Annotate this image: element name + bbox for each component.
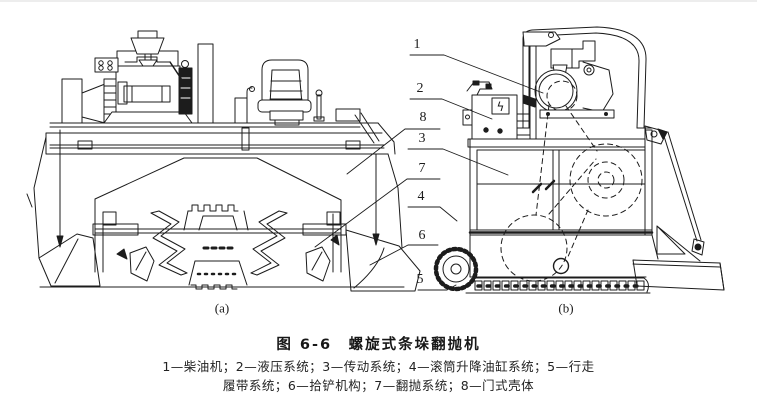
right-skid (345, 229, 421, 292)
callout-number-1: 1 (413, 37, 421, 52)
leader-2 (409, 98, 493, 120)
crawler-track (433, 246, 651, 294)
callout-number-8: 8 (419, 110, 427, 125)
lightning-icon: ϟ (497, 100, 505, 114)
diesel-engine (516, 31, 615, 140)
exhaust-stack (197, 43, 214, 124)
rear-scraper-blade (632, 125, 725, 291)
callout-number-5: 5 (416, 272, 424, 287)
gantry-housing (92, 157, 347, 273)
view-a-front-drawing (26, 30, 421, 292)
leader-8 (346, 128, 441, 175)
subfigure-label-a: (a) (214, 300, 230, 316)
figure-legend-line1: 1—柴油机；2—液压系统；3—传动系统；4—滚筒升降油缸系统；5—行走 (162, 359, 595, 374)
hydraulic-control-box: ϟ (462, 80, 518, 140)
right-frame-box (335, 108, 361, 122)
callout-number-6: 6 (418, 228, 426, 243)
belt-drive-hidden-lines (500, 104, 643, 282)
leader-4 (407, 206, 458, 222)
right-brace (354, 112, 380, 144)
callout-number-2: 2 (416, 81, 424, 96)
figure-legend-line2: 履带系统；6—拾铲机构；7—翻抛系统；8—门式壳体 (222, 378, 535, 393)
operator-seat (257, 59, 312, 126)
leader-6 (369, 244, 439, 266)
spiral-drum (116, 204, 340, 290)
leader-5 (417, 284, 457, 291)
callout-leader-lines (314, 54, 544, 291)
left-skid (38, 233, 101, 287)
belt-idler (552, 257, 570, 275)
leader-1 (409, 54, 544, 94)
figure-caption-title: 图 6-6 螺旋式条垛翻抛机 (276, 337, 481, 353)
callout-number-7: 7 (418, 161, 426, 176)
engine-front (61, 30, 193, 124)
subfigure-label-b: (b) (558, 300, 574, 316)
tie-rod (49, 144, 385, 149)
view-b-side-drawing: ϟ (433, 26, 725, 294)
leader-7 (314, 178, 441, 248)
leader-3 (407, 148, 509, 176)
transmission-housing (467, 127, 659, 278)
callout-number-3: 3 (418, 131, 426, 146)
callout-number-4: 4 (417, 189, 425, 204)
control-levers (234, 86, 325, 124)
